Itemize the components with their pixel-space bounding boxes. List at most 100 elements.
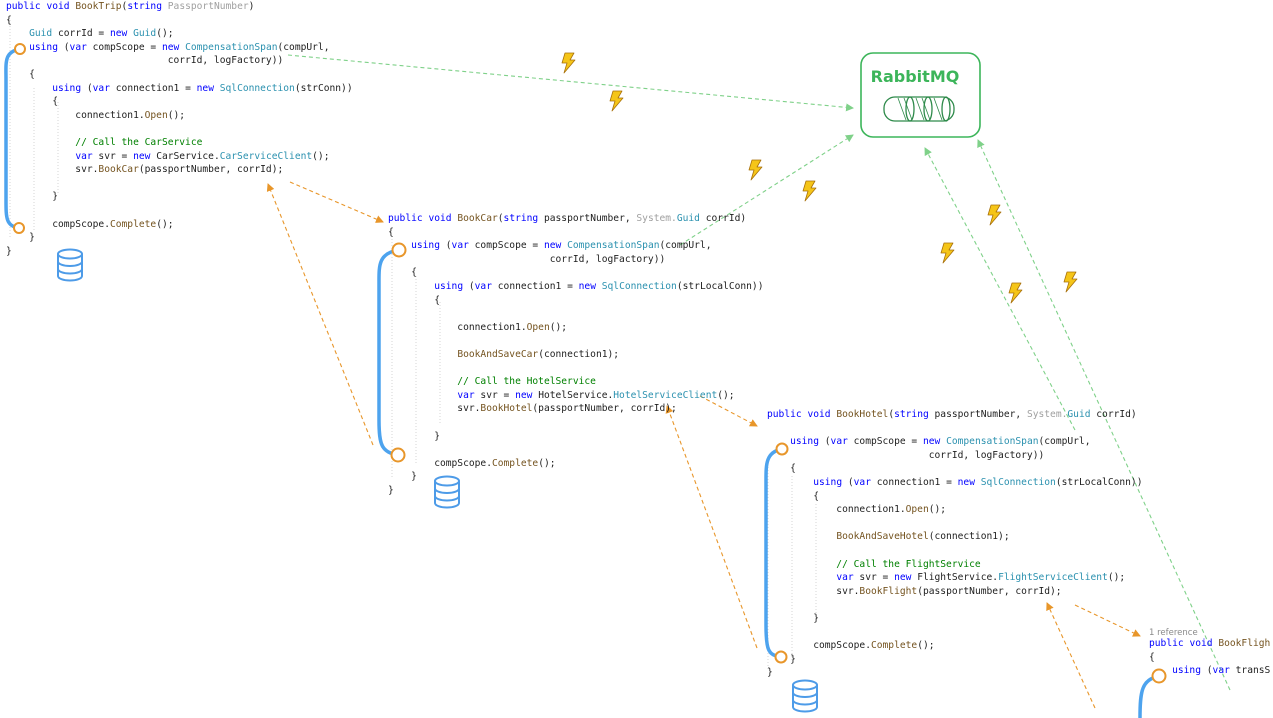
code-token: (passportNumber, corrId); [532,403,677,415]
bookhotel-to-rabbitmq-arrow [924,147,1076,431]
bookhotel-span-bracket [764,442,789,664]
code-token: using [29,41,64,53]
code-token: public [388,213,429,224]
code-token [1149,665,1172,676]
code-line: connection1.Open(); [388,321,763,335]
rabbitmq-label: RabbitMQ [871,67,960,86]
code-token: var [853,476,877,488]
code-token: Open [144,109,168,121]
return-bookhotel-arrow [665,405,758,649]
code-token [388,240,411,251]
code-token: new [196,82,220,94]
code-token: SqlConnection [980,476,1056,488]
code-token: var [1212,665,1236,677]
code-token: (passportNumber, corrId); [917,585,1062,597]
code-token: Complete [491,457,539,469]
code-token: BookAndSaveHotel [836,531,929,543]
lightning-icon [561,52,576,74]
code-token: void [428,213,458,224]
compensation-span-brackets [4,43,1167,718]
code-token: Complete [870,640,918,652]
code-token: (); [549,321,568,333]
code-token: } [767,612,819,624]
code-line: } [388,430,763,444]
code-token: BookCar [457,213,498,224]
code-token [388,349,457,360]
code-token: new [133,150,157,162]
code-token: (); [167,109,186,121]
code-line [6,177,353,191]
code-token: corrId = [58,28,110,40]
code-token: ( [468,280,475,292]
code-line: var svr = new HotelService.HotelServiceC… [388,389,763,403]
code-token: using [1172,665,1207,677]
bookflight-reference-note: 1 reference [1149,628,1198,638]
code-token: svr = [480,389,516,401]
code-token: string [127,1,168,12]
code-token: new [957,476,981,488]
lightning-icon [1063,271,1078,293]
code-token: Guid [1067,409,1097,420]
code-line: using (var connection1 = new SqlConnecti… [767,476,1142,490]
code-token: using [411,240,446,252]
code-token: corrId, logFactory)) [388,253,666,265]
code-line: // Call the FlightService [767,558,1142,572]
code-line: using (var transS [1149,664,1270,678]
code-line: corrId, logFactory)) [388,253,763,267]
code-line: { [6,95,353,109]
code-line [388,416,763,430]
code-line: } [388,484,763,498]
code-token: new [578,280,602,292]
code-token: compScope = [853,436,923,448]
code-token: connection1. [6,109,145,121]
call-bookflight-arrow [1074,604,1141,637]
code-token: transS [1235,665,1271,677]
code-token: compScope = [474,240,544,252]
code-token: new [161,41,186,53]
code-line: corrId, logFactory)) [767,449,1142,463]
code-token: ( [888,409,895,420]
code-token: ( [63,41,70,53]
bookflight-to-rabbitmq-arrow [977,139,1231,691]
code-token: corrId, logFactory)) [767,449,1045,461]
code-token: ( [445,240,452,252]
code-line: using (var compScope = new CompensationS… [388,239,763,253]
code-token: corrId, logFactory)) [6,55,284,67]
code-token: { [767,463,796,475]
code-token: (); [1107,572,1126,584]
lightning-icon [802,180,817,202]
code-token: connection1. [767,504,906,516]
code-token: CompensationSpan [946,436,1039,448]
code-token: new [109,28,134,40]
code-token: HotelService. [538,389,614,401]
code-token: (connection1); [928,531,1010,543]
code-token: PassportNumber [167,1,249,12]
code-token: BookAndSaveCar [457,348,539,360]
code-token: (); [156,28,174,40]
code-token: (compUrl, [659,240,712,252]
code-line [767,598,1142,612]
lightning-icon [748,159,763,181]
code-token: (); [156,218,174,230]
code-token [6,28,29,39]
bookflight-method-code: public void BookFligh{ using (var transS [1149,637,1270,678]
code-token: BookTrip [75,1,122,12]
code-line [767,422,1142,436]
code-token: { [388,226,394,238]
code-token: BookCar [98,164,139,176]
code-token: connection1 = [115,82,197,94]
code-token: } [767,667,773,679]
code-token: var [92,82,116,94]
lightning-icon [940,242,955,264]
code-token: BookHotel [480,403,533,415]
code-token: corrId) [1096,409,1137,420]
code-line: { [1149,651,1270,665]
code-line: compScope.Complete(); [6,218,353,232]
code-token: (strConn)) [294,82,353,94]
code-token: { [767,490,819,502]
code-token: // Call the HotelService [388,376,596,388]
code-token: { [388,294,440,306]
code-line: public void BookTrip(string PassportNumb… [6,0,353,14]
code-line: // Call the HotelService [388,375,763,389]
code-line: { [6,68,353,82]
